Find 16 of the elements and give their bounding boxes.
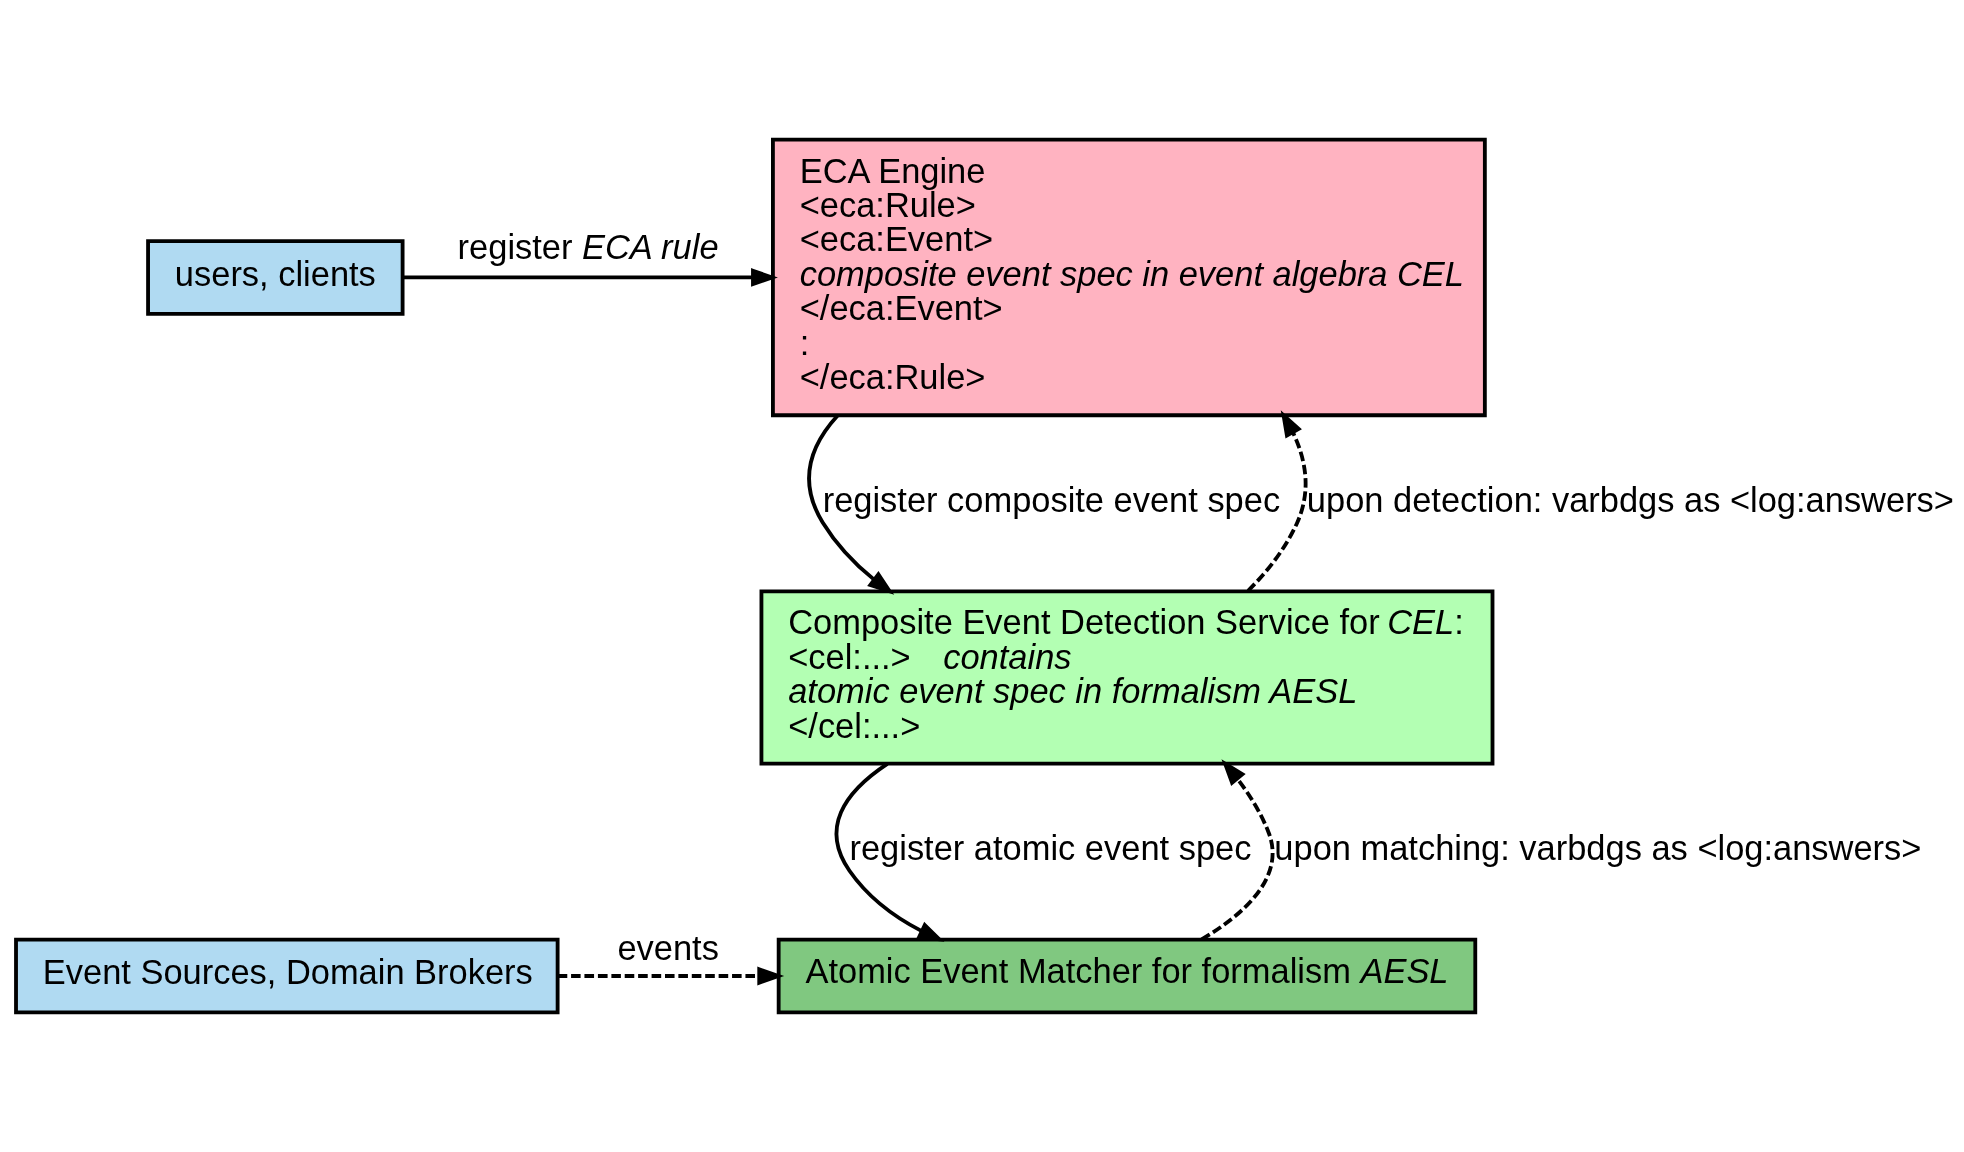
node-box: Event Sources, Domain Brokers (14, 937, 560, 1015)
edge-label: events (617, 928, 719, 967)
edge-label: upon matching: varbdgs as <log:answers> (1274, 829, 1922, 868)
edge-label: upon detection: varbdgs as <log:answers> (1306, 480, 1954, 519)
arrow (557, 966, 785, 986)
node-box: ECA Engine <eca:Rule> <eca:Event> composite event spec in event algebra CEL </eca:Event> : </eca:Rule> (771, 137, 1487, 418)
edge-label: register atomic event spec (849, 829, 1252, 868)
edge-label: register ECA rule (457, 228, 719, 267)
edge-label: register composite event spec (822, 480, 1281, 519)
node-box: Atomic Event Matcher for formalism AESL (776, 937, 1478, 1015)
node-box: Composite Event Detection Service for CEL: <cel:...> contains atomic event spec in formalism AESL </cel:...> (759, 589, 1495, 766)
node-box: users, clients (146, 239, 405, 316)
arrow (1246, 410, 1308, 593)
arrow (807, 414, 895, 595)
arrow (403, 268, 778, 287)
arrow (834, 762, 945, 942)
